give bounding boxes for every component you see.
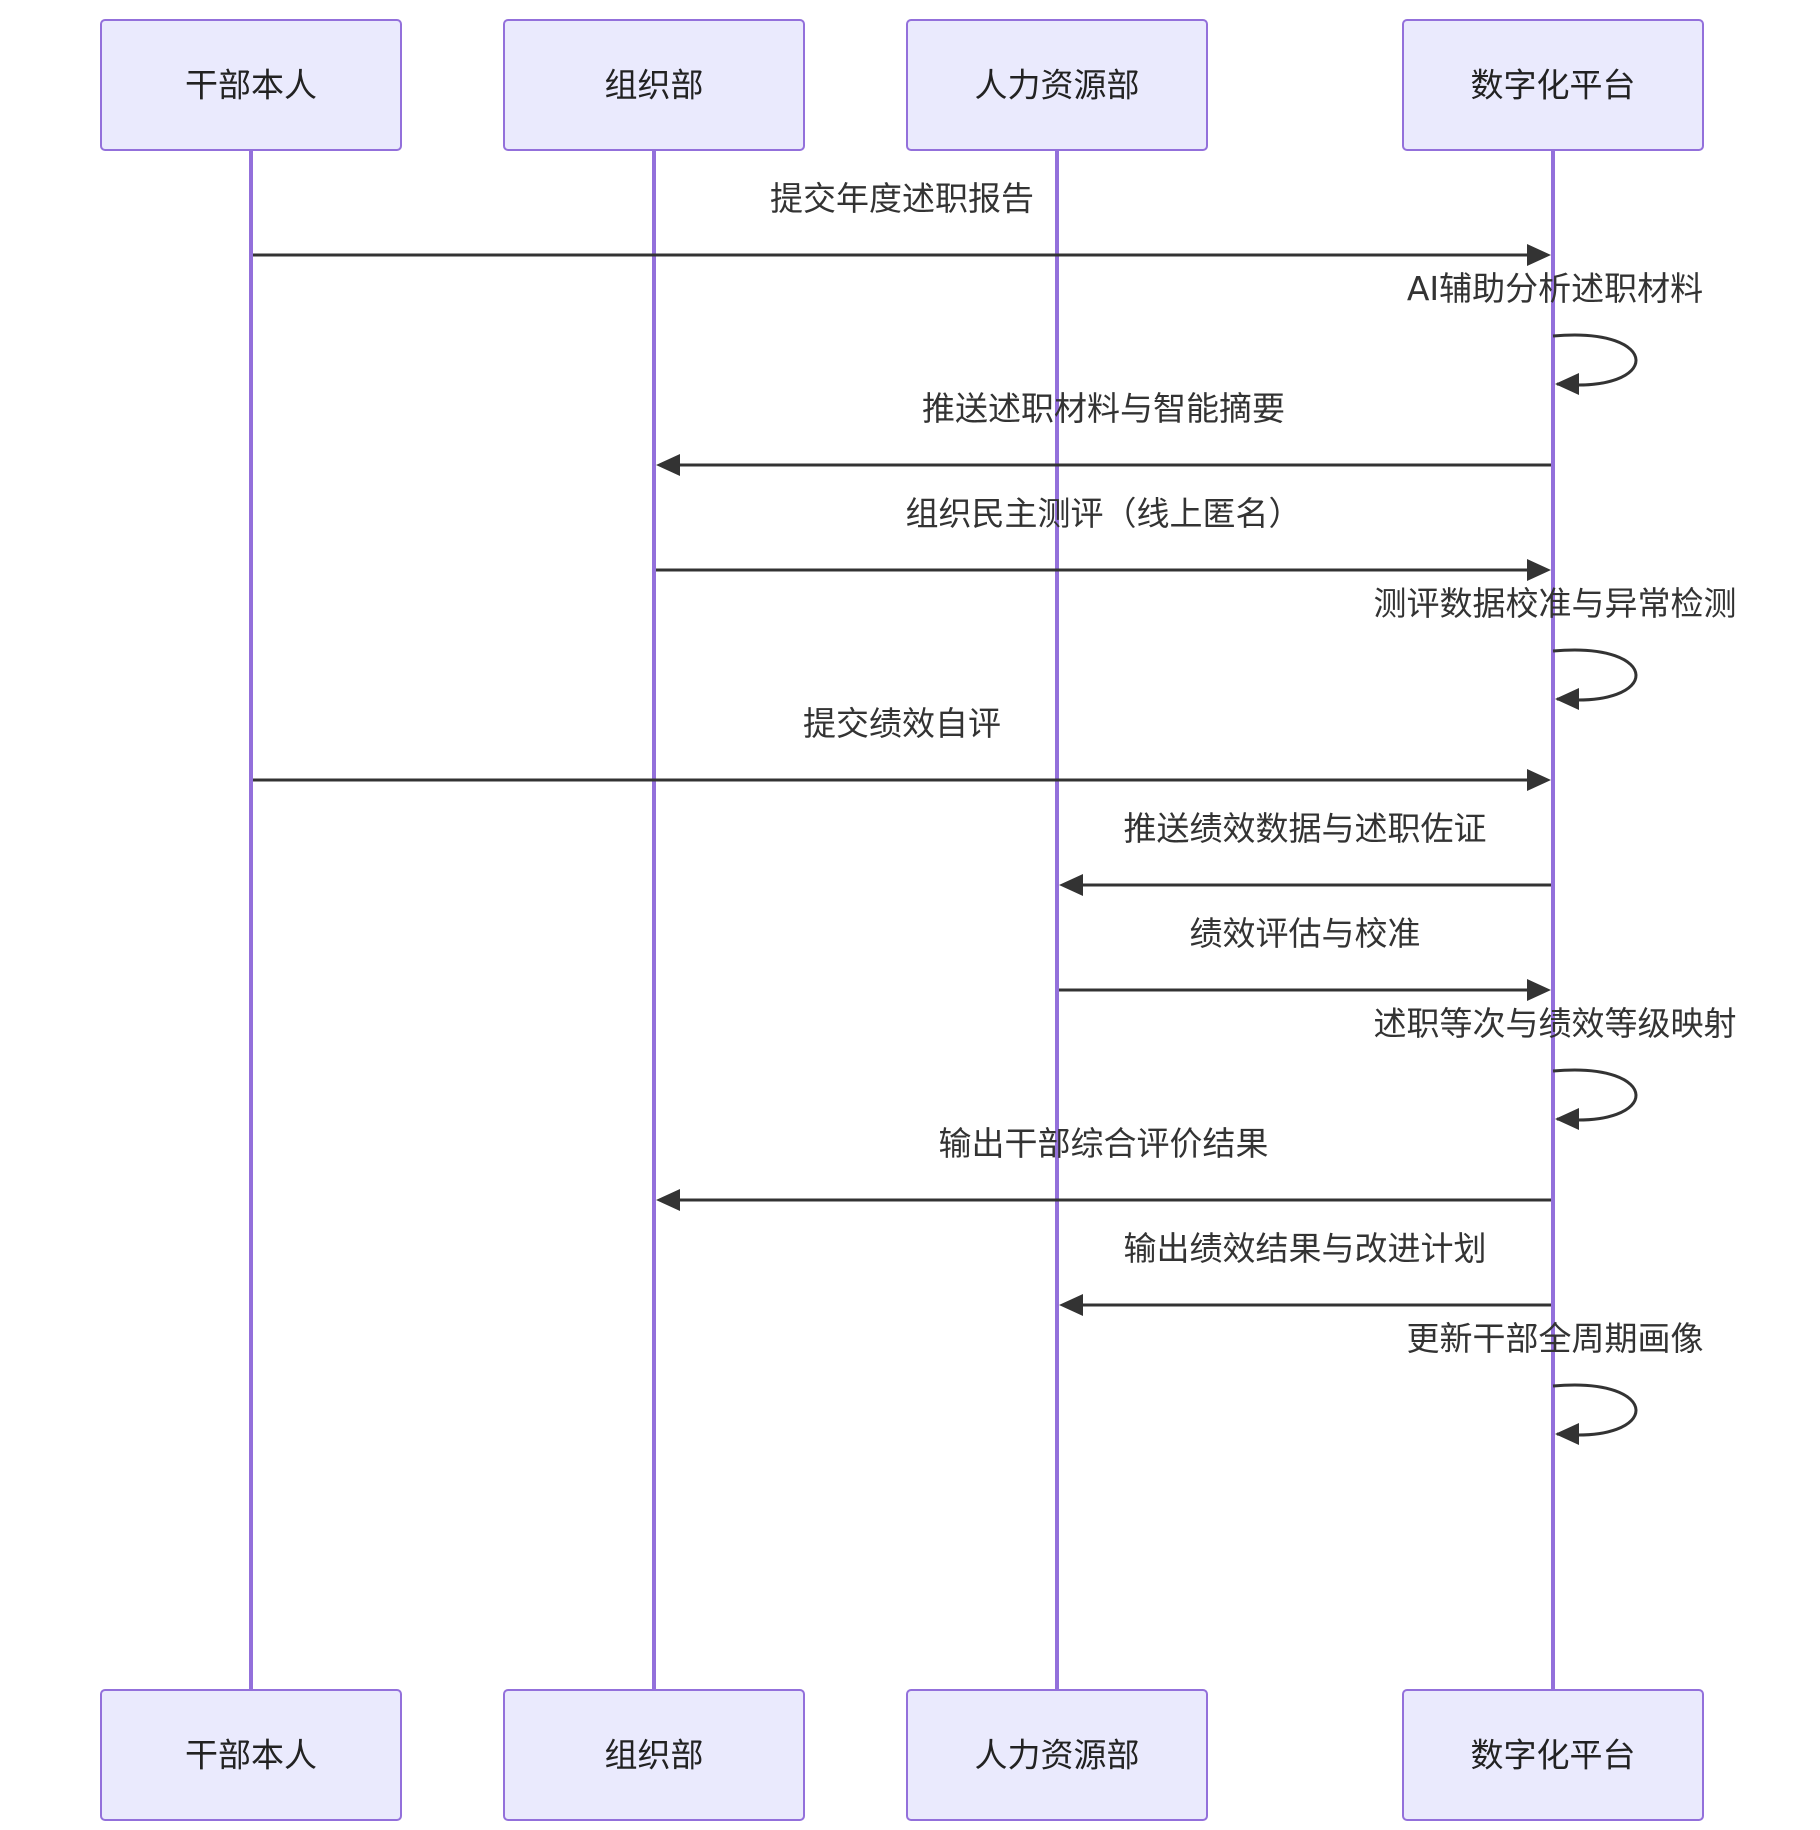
self-loop-line bbox=[1552, 333, 1638, 387]
actors: 干部本人组织部人力资源部数字化平台干部本人组织部人力资源部数字化平台 bbox=[100, 19, 1704, 1821]
message-10: 输出干部综合评价结果 bbox=[656, 1124, 1551, 1211]
arrowhead bbox=[1527, 979, 1551, 1001]
message-4: 组织民主测评（线上匿名） bbox=[656, 494, 1551, 581]
self-loop-line bbox=[1552, 648, 1638, 702]
actor-box bbox=[906, 19, 1208, 151]
actor-label: 人力资源部 bbox=[975, 66, 1140, 105]
self-loop-line bbox=[1552, 1068, 1638, 1122]
arrowhead bbox=[1555, 1108, 1579, 1130]
messages: 提交年度述职报告 AI辅助分析述职材料推送述职材料与智能摘要组织民主测评（线上匿名… bbox=[253, 179, 1737, 1445]
message-12: 更新干部全周期画像 bbox=[1407, 1319, 1704, 1445]
actor-box bbox=[100, 1689, 402, 1821]
message-label: 测评数据校准与异常检测 bbox=[1374, 584, 1737, 623]
message-9: 述职等次与绩效等级映射 bbox=[1374, 1004, 1737, 1130]
actor-box bbox=[503, 1689, 805, 1821]
message-label: 推送述职材料与智能摘要 bbox=[922, 389, 1285, 428]
actor-box bbox=[1402, 1689, 1704, 1821]
message-label: 提交绩效自评 bbox=[803, 704, 1001, 743]
arrowhead bbox=[1527, 769, 1551, 791]
message-label: 输出绩效结果与改进计划 bbox=[1124, 1229, 1487, 1268]
arrowhead bbox=[656, 454, 680, 476]
arrowhead bbox=[1555, 1423, 1579, 1445]
actor-label: 数字化平台 bbox=[1471, 1736, 1636, 1775]
message-8: 绩效评估与校准 bbox=[1059, 914, 1551, 1001]
message-6: 提交绩效自评 bbox=[253, 704, 1551, 791]
message-1: 提交年度述职报告 bbox=[253, 179, 1551, 266]
actor-org-bottom: 组织部 bbox=[503, 1689, 805, 1821]
actor-box bbox=[906, 1689, 1208, 1821]
actor-platform-top: 数字化平台 bbox=[1402, 19, 1704, 151]
actor-box bbox=[503, 19, 805, 151]
actor-box bbox=[1402, 19, 1704, 151]
actor-hr-top: 人力资源部 bbox=[906, 19, 1208, 151]
actor-label: 干部本人 bbox=[185, 1736, 317, 1775]
message-label: 述职等次与绩效等级映射 bbox=[1374, 1004, 1737, 1043]
message-7: 推送绩效数据与述职佐证 bbox=[1059, 809, 1551, 896]
arrowhead bbox=[1527, 559, 1551, 581]
arrowhead bbox=[1059, 1294, 1083, 1316]
message-3: 推送述职材料与智能摘要 bbox=[656, 389, 1551, 476]
message-label: 组织民主测评（线上匿名） bbox=[906, 494, 1302, 533]
actor-label: 组织部 bbox=[605, 1736, 704, 1775]
message-11: 输出绩效结果与改进计划 bbox=[1059, 1229, 1551, 1316]
self-loop-line bbox=[1552, 1383, 1638, 1437]
actor-org-top: 组织部 bbox=[503, 19, 805, 151]
actor-platform-bottom: 数字化平台 bbox=[1402, 1689, 1704, 1821]
arrowhead bbox=[1555, 373, 1579, 395]
actor-label: 数字化平台 bbox=[1471, 66, 1636, 105]
actor-label: 人力资源部 bbox=[975, 1736, 1140, 1775]
message-label: 绩效评估与校准 bbox=[1190, 914, 1421, 953]
message-label: 输出干部综合评价结果 bbox=[939, 1124, 1269, 1163]
message-5: 测评数据校准与异常检测 bbox=[1374, 584, 1737, 710]
message-label: 提交年度述职报告 bbox=[770, 179, 1034, 218]
arrowhead bbox=[656, 1189, 680, 1211]
actor-hr-bottom: 人力资源部 bbox=[906, 1689, 1208, 1821]
actor-label: 干部本人 bbox=[185, 66, 317, 105]
arrowhead bbox=[1555, 688, 1579, 710]
message-label: 更新干部全周期画像 bbox=[1407, 1319, 1704, 1358]
message-label: AI辅助分析述职材料 bbox=[1407, 269, 1703, 308]
message-label: 推送绩效数据与述职佐证 bbox=[1124, 809, 1487, 848]
actor-cadre-bottom: 干部本人 bbox=[100, 1689, 402, 1821]
actor-cadre-top: 干部本人 bbox=[100, 19, 402, 151]
arrowhead bbox=[1527, 244, 1551, 266]
actor-label: 组织部 bbox=[605, 66, 704, 105]
arrowhead bbox=[1059, 874, 1083, 896]
message-2: AI辅助分析述职材料 bbox=[1407, 269, 1703, 395]
actor-box bbox=[100, 19, 402, 151]
lifelines bbox=[249, 150, 1555, 1690]
